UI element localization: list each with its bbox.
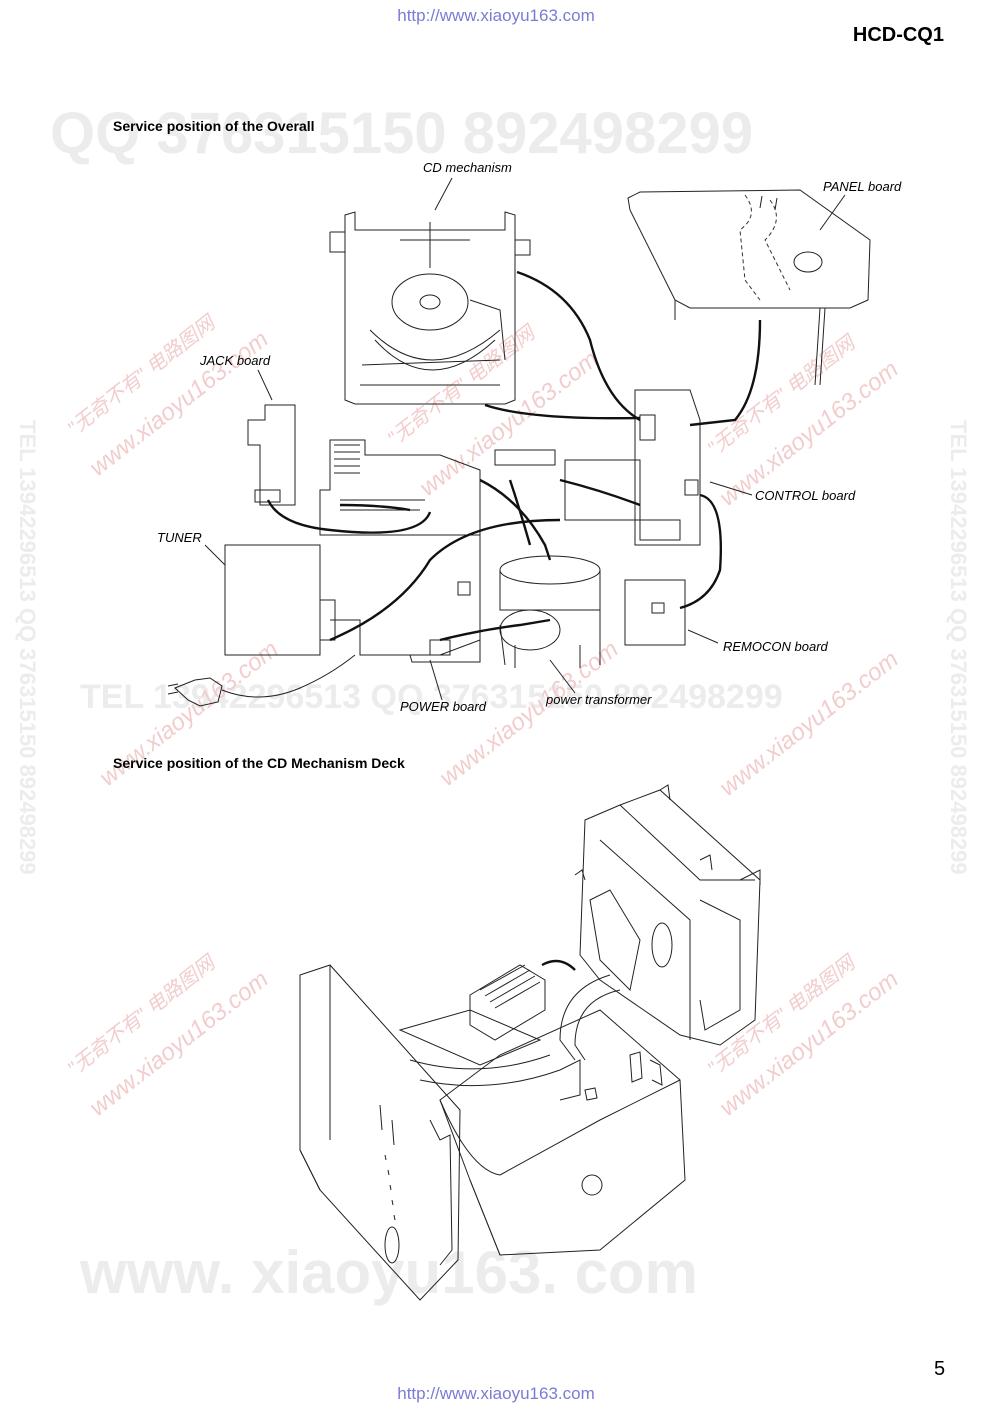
label-tuner: TUNER [157, 530, 202, 545]
control-board-drawing [634, 389, 701, 546]
ribbon-cable-drawing [541, 959, 621, 1061]
power-transformer-drawing [499, 555, 601, 668]
ac-plug-drawing [167, 654, 356, 707]
label-panel-board: PANEL board [823, 179, 902, 194]
section-title-overall: Service position of the Overall [113, 118, 315, 134]
panel-board-drawing [627, 189, 871, 386]
jack-board-drawing [247, 404, 296, 506]
label-remocon-board: REMOCON board [723, 639, 828, 654]
heatsink-drawing [469, 964, 546, 1041]
cd-deck-opened-drawing [574, 784, 761, 1046]
section-title-cd-deck: Service position of the CD Mechanism Dec… [113, 755, 405, 771]
main-housing-drawing [398, 1009, 686, 1256]
label-power-transformer: power transformer [546, 692, 652, 707]
label-cd-mechanism: CD mechanism [423, 160, 512, 175]
cd-mechanism-drawing [329, 211, 531, 405]
footer-url[interactable]: http://www.xiaoyu163.com [397, 1384, 595, 1403]
remocon-board-drawing [624, 579, 686, 646]
page-number: 5 [934, 1358, 946, 1380]
header-url[interactable]: http://www.xiaoyu163.com [397, 6, 595, 25]
wiring-harness [266, 270, 762, 642]
front-panel-drawing [299, 964, 461, 1301]
leader-lines [204, 177, 846, 701]
label-control-board: CONTROL board [755, 488, 856, 503]
model-number: HCD-CQ1 [852, 24, 944, 46]
tuner-drawing [224, 544, 336, 656]
label-jack-board: JACK board [200, 353, 271, 368]
label-power-board: POWER board [400, 699, 486, 714]
